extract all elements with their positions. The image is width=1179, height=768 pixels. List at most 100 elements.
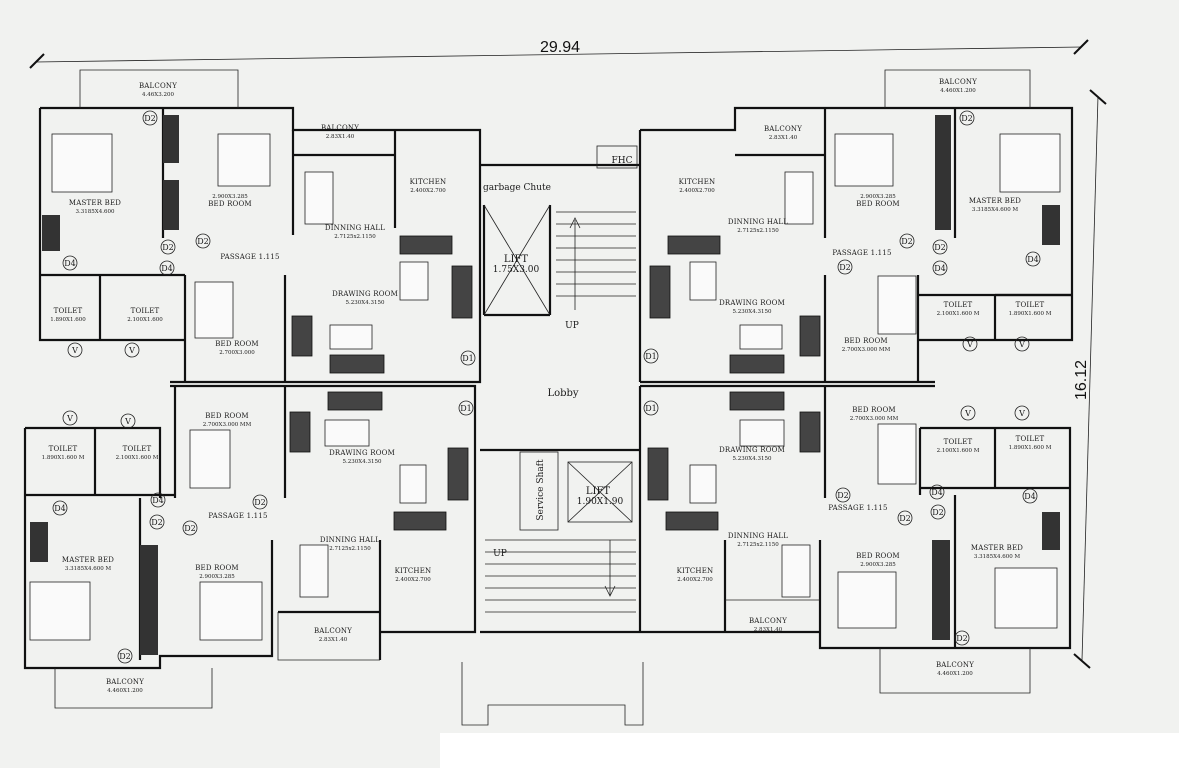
room-name: BALCONY [106, 678, 144, 686]
room-name: BALCONY [749, 617, 787, 625]
room-name: KITCHEN [679, 178, 716, 186]
wardrobes [30, 115, 1060, 655]
room-dim: 3.3185X4.600 M [974, 554, 1021, 560]
door-tag-d4: D4 [161, 264, 173, 273]
door-tag-d2: D2 [837, 491, 849, 500]
room-name: TOILET [54, 307, 83, 315]
door-tag-v: V [966, 340, 973, 349]
room-name: MASTER BED [62, 556, 114, 564]
room-dim: 2.400X2.700 [677, 577, 713, 583]
room-dim: 5.230X4.3150 [733, 309, 772, 315]
room-name: DRAWING ROOM [329, 449, 395, 457]
room-name: MASTER BED [69, 199, 121, 207]
lift-bottom-name: LIFT [586, 486, 611, 497]
room-dim: 2.900X3.285 [860, 194, 896, 200]
service-shaft-label: Service Shaft [536, 459, 546, 521]
room-dim: 4.46X3.200 [142, 92, 174, 98]
staircase-bottom [485, 451, 636, 613]
room-dim: 5.230X4.3150 [343, 459, 382, 465]
core-labels: garbage Chute FHC LIFT 1.75X3.00 UP Lobb… [483, 156, 633, 559]
room-dim: 1.890X1.600 M [1009, 311, 1052, 317]
room-name: DINNING HALL [320, 536, 380, 544]
paper-patch [440, 733, 1179, 768]
room-name: PASSAGE 1.115 [208, 512, 267, 520]
door-tag-d2: D2 [144, 114, 156, 123]
room-name: DINNING HALL [325, 224, 385, 232]
room-dim: 2.7125x2.1150 [737, 542, 779, 548]
room-dim: 2.400X2.700 [679, 188, 715, 194]
room-name: TOILET [131, 307, 160, 315]
room-dim: 2.100X1.600 M [116, 455, 159, 461]
room-name: PASSAGE 1.115 [828, 504, 887, 512]
room-name: TOILET [944, 438, 973, 446]
door-tag-d2: D2 [839, 263, 851, 272]
door-tag-d2: D2 [934, 243, 946, 252]
room-dim: 5.230X4.3150 [733, 456, 772, 462]
room-labels: BALCONY 4.46X3.200 MASTER BED 3.3185X4.6… [42, 78, 1052, 694]
room-dim: 4.460X1.200 [937, 671, 973, 677]
door-tag-d2: D2 [961, 114, 973, 123]
room-name: BED ROOM [208, 200, 252, 208]
room-dim: 3.3185X4.600 M [972, 207, 1019, 213]
door-tag-d2: D2 [956, 634, 968, 643]
room-dim: 2.7125x2.1150 [329, 546, 371, 552]
door-tag-v: V [66, 414, 73, 423]
room-name: BED ROOM [856, 200, 900, 208]
door-tag-v: V [128, 346, 135, 355]
door-tag-d1: D1 [462, 354, 474, 363]
room-name: DRAWING ROOM [719, 446, 785, 454]
room-dim: 2.100X1.600 [127, 317, 163, 323]
room-name: DRAWING ROOM [332, 290, 398, 298]
room-name: TOILET [944, 301, 973, 309]
door-tag-d4: D4 [64, 259, 76, 268]
overall-width-label: 29.94 [540, 39, 580, 56]
room-dim: 2.700X3.000 MM [842, 347, 891, 353]
door-tag-d2: D2 [932, 508, 944, 517]
room-name: DINNING HALL [728, 218, 788, 226]
room-name: MASTER BED [971, 544, 1023, 552]
door-tag-d4: D4 [931, 488, 943, 497]
lobby-label: Lobby [547, 388, 578, 399]
door-tag-d1: D1 [645, 352, 657, 361]
room-name: BALCONY [939, 78, 977, 86]
door-tag-d1: D1 [645, 404, 657, 413]
door-tag-v: V [1018, 340, 1025, 349]
door-tag-v: V [71, 346, 78, 355]
room-dim: 2.700X3.000 MM [850, 416, 899, 422]
room-dim: 4.460X1.200 [107, 688, 143, 694]
room-name: BED ROOM [844, 337, 888, 345]
room-name: KITCHEN [395, 567, 432, 575]
room-name: DRAWING ROOM [719, 299, 785, 307]
furniture-beds [29, 133, 1061, 641]
building-walls [23, 69, 1074, 726]
room-name: BED ROOM [856, 552, 900, 560]
room-name: BALCONY [764, 125, 802, 133]
room-name: KITCHEN [677, 567, 714, 575]
door-tag-d4: D4 [1024, 492, 1036, 501]
door-tag-d4: D4 [1027, 255, 1039, 264]
door-tag-d4: D4 [152, 496, 164, 505]
room-dim: 2.100X1.600 M [937, 311, 980, 317]
room-name: BED ROOM [205, 412, 249, 420]
room-dim: 2.900X3.285 [199, 574, 235, 580]
furniture-living [289, 171, 821, 598]
overall-height-label: 16.12 [1073, 360, 1090, 400]
lift-top [483, 145, 638, 316]
room-name: PASSAGE 1.115 [220, 253, 279, 261]
room-name: TOILET [1016, 301, 1045, 309]
room-dim: 2.400X2.700 [395, 577, 431, 583]
room-dim: 3.3185X4.600 M [65, 566, 112, 572]
room-name: TOILET [49, 445, 78, 453]
door-tag-d1: D1 [460, 404, 472, 413]
room-name: BALCONY [314, 627, 352, 635]
room-dim: 2.83X1.40 [319, 637, 348, 643]
door-tag-v: V [1018, 409, 1025, 418]
door-tag-d2: D2 [151, 518, 163, 527]
up-top-label: UP [565, 321, 579, 331]
room-name: BALCONY [139, 82, 177, 90]
room-dim: 2.900X3.285 [860, 562, 896, 568]
room-dim: 2.700X3.000 MM [203, 422, 252, 428]
room-dim: 2.700X3.000 [219, 350, 255, 356]
